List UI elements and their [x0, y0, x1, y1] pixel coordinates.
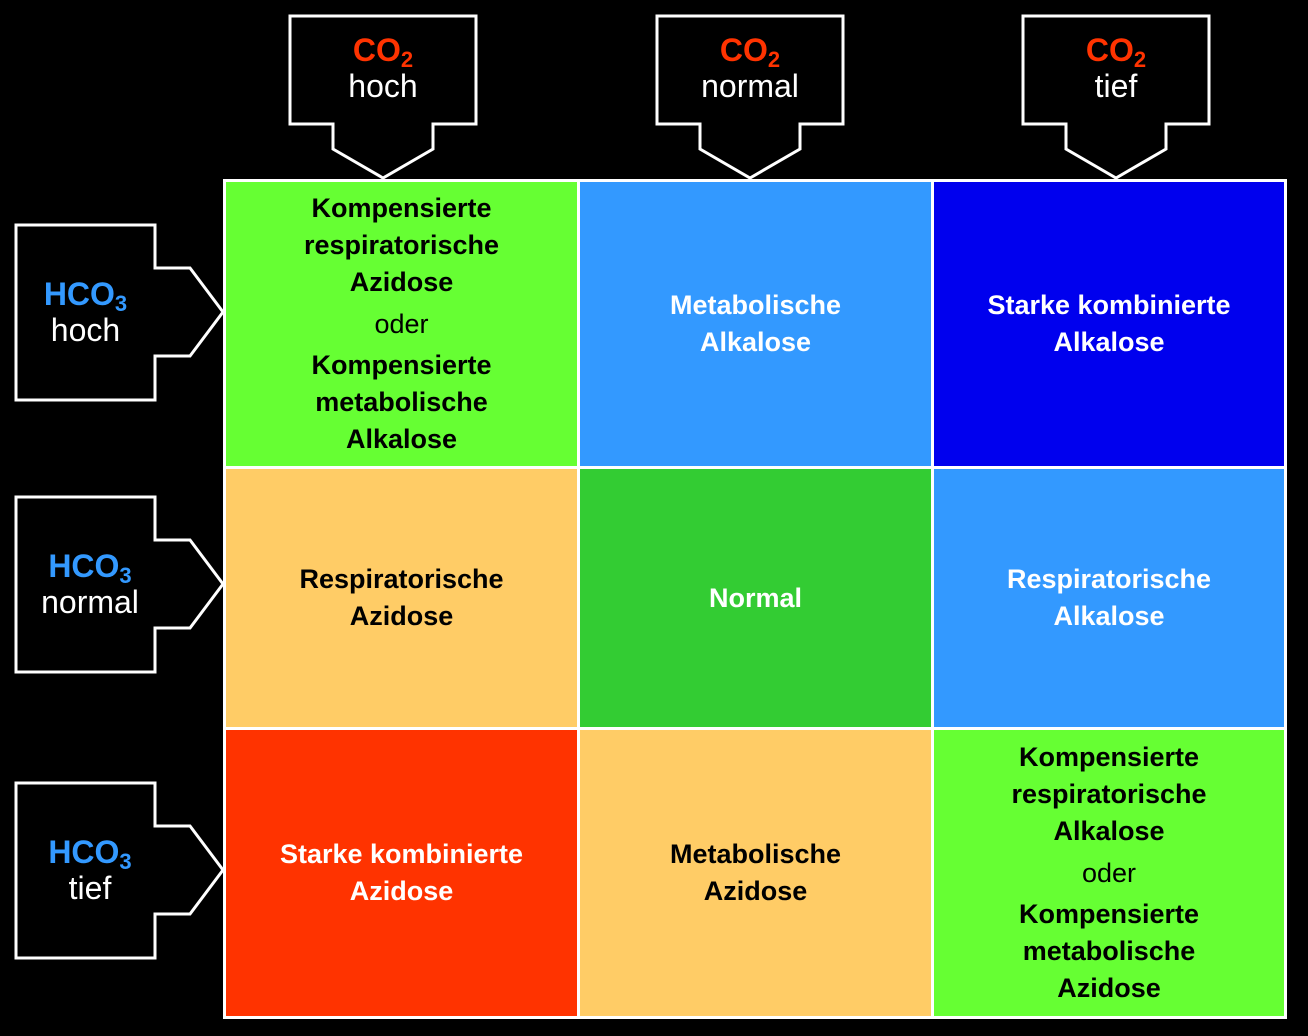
diagnosis-line: Kompensierte	[1018, 742, 1200, 772]
hco3-hoch-arrow	[14, 223, 225, 402]
diagnosis-line: Kompensierte	[311, 193, 492, 223]
diagnosis-line: Metabolische	[669, 290, 842, 320]
cell-hco3-hoch-co2-hoch: Kompensierte respiratorische Azidose ode…	[226, 182, 577, 466]
diagnosis-line: Alkalose	[699, 327, 812, 357]
co2-level-label: normal	[701, 68, 799, 104]
cell-hco3-hoch-co2-normal: Metabolische Alkalose	[580, 182, 931, 466]
cell-hco3-tief-co2-tief: Kompensierte respiratorische Alkalose od…	[934, 730, 1284, 1016]
diagnosis-line: Azidose	[703, 876, 808, 906]
cell-hco3-tief-co2-normal: Metabolische Azidose	[580, 730, 931, 1016]
co2-header-normal: CO2 normal	[657, 32, 843, 104]
diagnosis-line: Azidose	[1057, 973, 1161, 1003]
diagnosis-line: Respiratorische	[1006, 564, 1212, 594]
diagnosis-line: metabolische	[315, 387, 488, 417]
diagnosis-line: Alkalose	[345, 424, 458, 454]
cell-hco3-normal-co2-tief: Respiratorische Alkalose	[934, 469, 1284, 727]
co2-header-hoch: CO2 hoch	[290, 32, 476, 104]
diagnosis-line: Respiratorische	[299, 564, 504, 594]
diagnosis-line: Metabolische	[669, 839, 842, 869]
diagnosis-line: Alkalose	[1053, 816, 1165, 846]
co2-header-tief: CO2 tief	[1023, 32, 1209, 104]
cell-hco3-tief-co2-hoch: Starke kombinierte Azidose	[226, 730, 577, 1016]
diagnosis-line: Azidose	[349, 267, 454, 297]
diagnosis-grid: Kompensierte respiratorische Azidose ode…	[223, 179, 1287, 1019]
co2-normal-arrow	[655, 14, 845, 180]
hco3-header-hoch: HCO3 hoch	[16, 276, 155, 348]
diagnosis-line: metabolische	[1022, 936, 1196, 966]
co2-formula: CO2	[719, 32, 781, 72]
hco3-normal-arrow	[14, 495, 225, 674]
diagnosis-line: Alkalose	[1053, 601, 1165, 631]
co2-tief-arrow	[1021, 14, 1211, 180]
diagnosis-line: Kompensierte	[1018, 899, 1200, 929]
co2-formula: CO2	[1085, 32, 1147, 72]
diagnosis-line: Starke kombinierte	[987, 290, 1231, 320]
cell-hco3-normal-co2-normal: Normal	[580, 469, 931, 727]
hco3-formula: HCO3	[43, 276, 128, 316]
hco3-level-label: hoch	[50, 312, 121, 348]
cell-hco3-hoch-co2-tief: Starke kombinierte Alkalose	[934, 182, 1284, 466]
hco3-level-label: normal	[41, 584, 139, 620]
co2-hoch-arrow	[288, 14, 478, 180]
co2-formula: CO2	[352, 32, 414, 72]
diagnosis-line: Alkalose	[1053, 327, 1165, 357]
diagnosis-line: Normal	[708, 582, 803, 613]
hco3-header-tief: HCO3 tief	[16, 834, 164, 906]
hco3-tief-arrow	[14, 781, 225, 960]
diagnosis-line: Azidose	[349, 601, 454, 631]
diagnosis-line: respiratorische	[1011, 779, 1207, 809]
separator-oder: oder	[1081, 858, 1137, 888]
hco3-level-label: tief	[68, 870, 112, 906]
diagnosis-line: Azidose	[349, 876, 454, 906]
diagnosis-line: Starke kombinierte	[279, 839, 524, 869]
hco3-header-normal: HCO3 normal	[16, 548, 164, 620]
co2-level-label: tief	[1094, 68, 1138, 104]
co2-level-label: hoch	[348, 68, 418, 104]
diagnosis-line: respiratorische	[303, 230, 500, 260]
diagnosis-line: Kompensierte	[311, 350, 492, 380]
hco3-formula: HCO3	[48, 548, 132, 588]
cell-hco3-normal-co2-hoch: Respiratorische Azidose	[226, 469, 577, 727]
separator-oder: oder	[374, 309, 429, 339]
hco3-formula: HCO3	[48, 834, 132, 874]
